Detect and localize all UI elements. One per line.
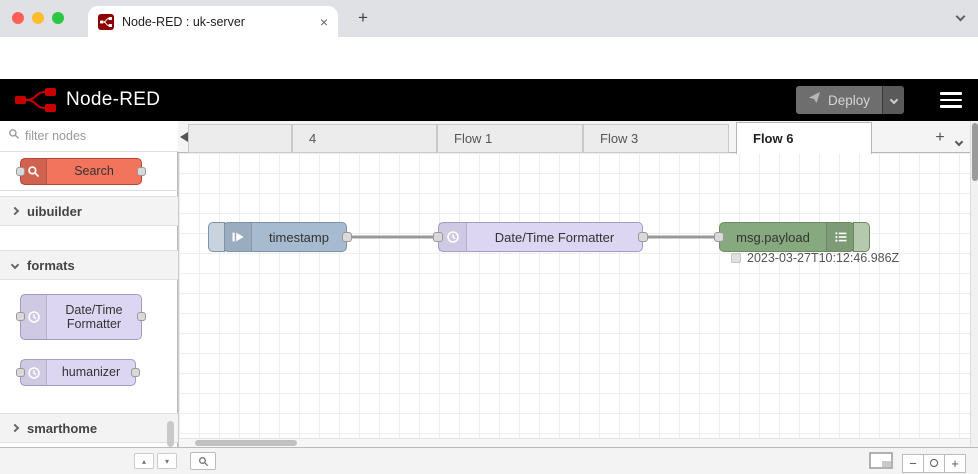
node-input-port (16, 166, 25, 176)
inject-arrow-icon (224, 223, 252, 251)
node-label: Date/Time Formatter (65, 302, 123, 331)
browser-address-bar: ← Not Secure uk-server:2718/#flow/cd14c3… (0, 37, 978, 110)
browser-tab-bar: Node-RED : uk-server × + (0, 0, 978, 37)
navigator-icon[interactable] (869, 452, 893, 474)
filter-search-icon (8, 127, 20, 145)
debug-toggle-button[interactable] (853, 222, 870, 252)
flow-canvas[interactable]: timestamp Date/Time Formatter msg.payloa… (178, 153, 970, 447)
flow-tab-flow6[interactable]: Flow 6 (736, 122, 872, 154)
flow-tab-flow3[interactable]: Flow 3 (583, 124, 729, 153)
formatter-node-label: Date/Time Formatter (494, 229, 615, 245)
palette-filter-input[interactable] (25, 129, 155, 143)
deploy-button-group: Deploy (795, 86, 904, 114)
deploy-label: Deploy (827, 92, 870, 108)
flow-tab-flow1[interactable]: Flow 1 (437, 124, 583, 153)
new-tab-button[interactable]: + (358, 8, 368, 27)
minimize-window-button[interactable] (32, 12, 44, 24)
zoom-in-button[interactable]: + (944, 453, 966, 473)
debug-node[interactable]: msg.payload (714, 222, 870, 252)
deploy-options-button[interactable] (882, 86, 904, 114)
search-node-icon (21, 159, 47, 184)
palette-category-formats[interactable]: formats (0, 250, 178, 280)
zoom-controls: − + (902, 453, 966, 473)
category-label: formats (27, 257, 75, 273)
category-label: smarthome (27, 420, 98, 436)
canvas-search-button[interactable] (190, 452, 216, 470)
collapse-all-button[interactable]: ▴ (134, 453, 154, 469)
palette-scrollbar-thumb[interactable] (167, 421, 174, 447)
node-input-port (16, 312, 25, 321)
search-node-label: Search (74, 164, 114, 179)
browser-tab[interactable]: Node-RED : uk-server × (88, 6, 338, 37)
canvas-vertical-scrollbar[interactable] (970, 121, 978, 447)
palette-node-search[interactable]: Search (16, 158, 146, 185)
nodered-logo-icon (14, 87, 58, 118)
editor-footer: ▴ ▾ − + (0, 447, 978, 474)
palette-node-datetime-formatter[interactable]: Date/Time Formatter (16, 294, 146, 340)
nodered-favicon (98, 13, 114, 30)
debug-node-label: msg.payload (736, 229, 810, 245)
chevron-right-icon (10, 423, 20, 433)
node-palette: Search uibuilder formats Date/Time Forma… (0, 121, 178, 447)
palette-category-uibuilder[interactable]: uibuilder (0, 196, 178, 226)
window-controls (12, 12, 64, 24)
debug-list-icon (826, 223, 854, 251)
main-menu-icon[interactable] (940, 92, 962, 112)
flow-tab-4[interactable]: 4 (292, 124, 437, 153)
zoom-out-button[interactable]: − (902, 453, 924, 473)
node-output-port (137, 166, 146, 176)
debug-status: 2023-03-27T10:12:46.986Z (731, 251, 899, 265)
clock-icon (21, 360, 47, 385)
flow-tab-bar: 4 Flow 1 Flow 3 Flow 6 + (178, 121, 970, 154)
inject-node-label: timestamp (269, 229, 329, 245)
vertical-scroll-thumb[interactable] (972, 123, 978, 181)
zoom-reset-button[interactable] (923, 453, 945, 473)
flow-tab-partial[interactable] (188, 124, 292, 153)
tab-overview-chevron-icon[interactable] (955, 11, 966, 22)
deploy-icon (808, 91, 821, 109)
node-label: humanizer (61, 365, 121, 380)
inject-trigger-button[interactable] (208, 222, 225, 252)
palette-divider (0, 190, 178, 191)
chevron-down-icon (10, 260, 20, 270)
chevron-right-icon (10, 206, 20, 216)
palette-node-humanizer[interactable]: humanizer (16, 359, 140, 386)
node-input-port (16, 367, 25, 377)
palette-category-smarthome[interactable]: smarthome (0, 413, 178, 443)
wires (345, 235, 721, 239)
category-label: uibuilder (27, 203, 82, 219)
flow-list-chevron-icon[interactable] (954, 132, 964, 150)
tab-scroll-left-button[interactable] (180, 129, 194, 145)
palette-collapse-controls: ▴ ▾ (134, 453, 177, 469)
inject-output-port[interactable] (342, 232, 352, 242)
nodered-header: Node-RED Deploy (0, 79, 978, 121)
footer-right-controls: − + (869, 452, 966, 474)
debug-input-port[interactable] (714, 232, 724, 242)
deploy-button[interactable]: Deploy (796, 86, 882, 114)
formatter-input-port[interactable] (433, 232, 443, 242)
formatter-output-port[interactable] (638, 232, 648, 242)
node-output-port (131, 367, 140, 377)
clock-icon (21, 295, 47, 339)
node-output-port (137, 312, 146, 321)
inject-node[interactable]: timestamp (208, 222, 352, 252)
expand-all-button[interactable]: ▾ (157, 453, 177, 469)
datetime-formatter-node[interactable]: Date/Time Formatter (433, 222, 648, 252)
horizontal-scroll-thumb[interactable] (195, 440, 297, 446)
close-window-button[interactable] (12, 12, 24, 24)
status-dot-icon (731, 253, 741, 263)
canvas-horizontal-scrollbar[interactable] (179, 438, 970, 447)
clock-icon (439, 223, 467, 251)
add-flow-button[interactable]: + (935, 129, 945, 146)
app-title: Node-RED (66, 89, 161, 110)
palette-filter (0, 121, 178, 152)
browser-tab-title: Node-RED : uk-server (122, 14, 245, 29)
debug-status-text: 2023-03-27T10:12:46.986Z (747, 251, 900, 265)
tab-close-icon[interactable]: × (319, 13, 328, 30)
zoom-window-button[interactable] (52, 12, 64, 24)
zoom-reset-icon (930, 459, 938, 467)
